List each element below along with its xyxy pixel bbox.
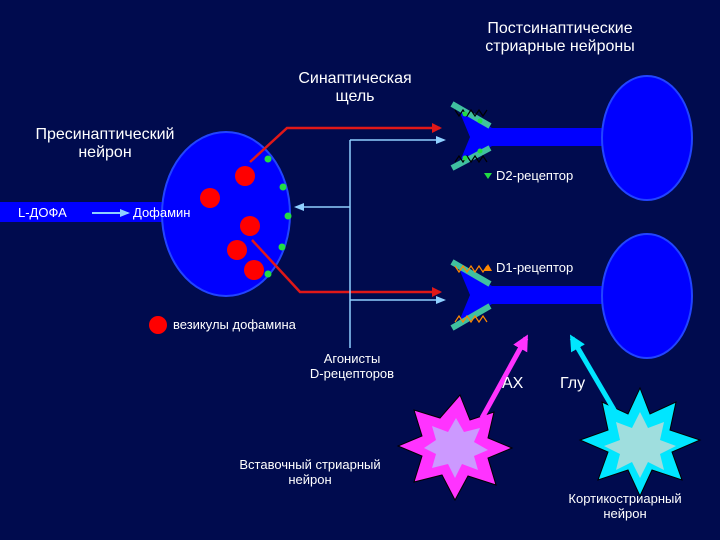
postsynaptic-neuron-top <box>458 75 693 201</box>
corticostriatal-burst <box>569 334 702 498</box>
interneuron-burst-center <box>424 418 488 478</box>
ach-label: АХ <box>502 375 524 392</box>
ldopa-label: L-ДОФА <box>18 205 67 220</box>
vesicle <box>244 260 264 280</box>
postsynaptic-dendrite-bottom <box>458 266 610 324</box>
presynaptic-receptors <box>264 155 292 278</box>
glu-arrow <box>569 334 623 422</box>
glu-label: Глу <box>560 375 586 392</box>
d2-receptor-label: D2-рецептор <box>496 168 574 183</box>
agonists-label: Агонисты D-рецепторов <box>309 351 395 381</box>
postsynaptic-dendrite-top <box>458 108 610 166</box>
d2-legend-icon <box>484 173 492 179</box>
postsynaptic-neuron-bottom <box>458 233 693 359</box>
d1-legend-icon <box>484 264 492 271</box>
presynaptic-axon <box>0 202 170 222</box>
postsynaptic-soma-bottom <box>601 233 693 359</box>
interneuron-label: Вставочный стриарный нейрон <box>239 457 381 487</box>
dopamine-release-arrows <box>249 123 442 297</box>
corticostriatal-label: Кортикостриарный нейрон <box>568 491 682 521</box>
dopamine-vesicles <box>200 166 264 280</box>
postsynaptic-soma-top <box>601 75 693 201</box>
d1-receptor-label: D1-рецептор <box>496 260 574 275</box>
presynaptic-neuron <box>0 131 291 297</box>
d2-receptors <box>450 101 492 171</box>
postsynaptic-label: Постсинаптические стриарные нейроны <box>485 20 635 56</box>
vesicle-legend-icon <box>149 316 167 334</box>
ach-arrow <box>479 334 529 420</box>
presynaptic-label: Пресинаптический нейрон <box>35 126 175 162</box>
agonist-lines <box>294 136 446 348</box>
corticostriatal-burst-center <box>604 412 676 478</box>
vesicles-label: везикулы дофамина <box>173 317 296 332</box>
synaptic-cleft-label: Синаптическая щель <box>298 70 412 106</box>
dopamine-label: Дофамин <box>133 205 191 220</box>
vesicle <box>200 188 220 208</box>
vesicle <box>240 216 260 236</box>
vesicle <box>227 240 247 260</box>
d1-receptors <box>450 259 492 331</box>
vesicle <box>235 166 255 186</box>
interneuron-burst <box>396 334 529 502</box>
